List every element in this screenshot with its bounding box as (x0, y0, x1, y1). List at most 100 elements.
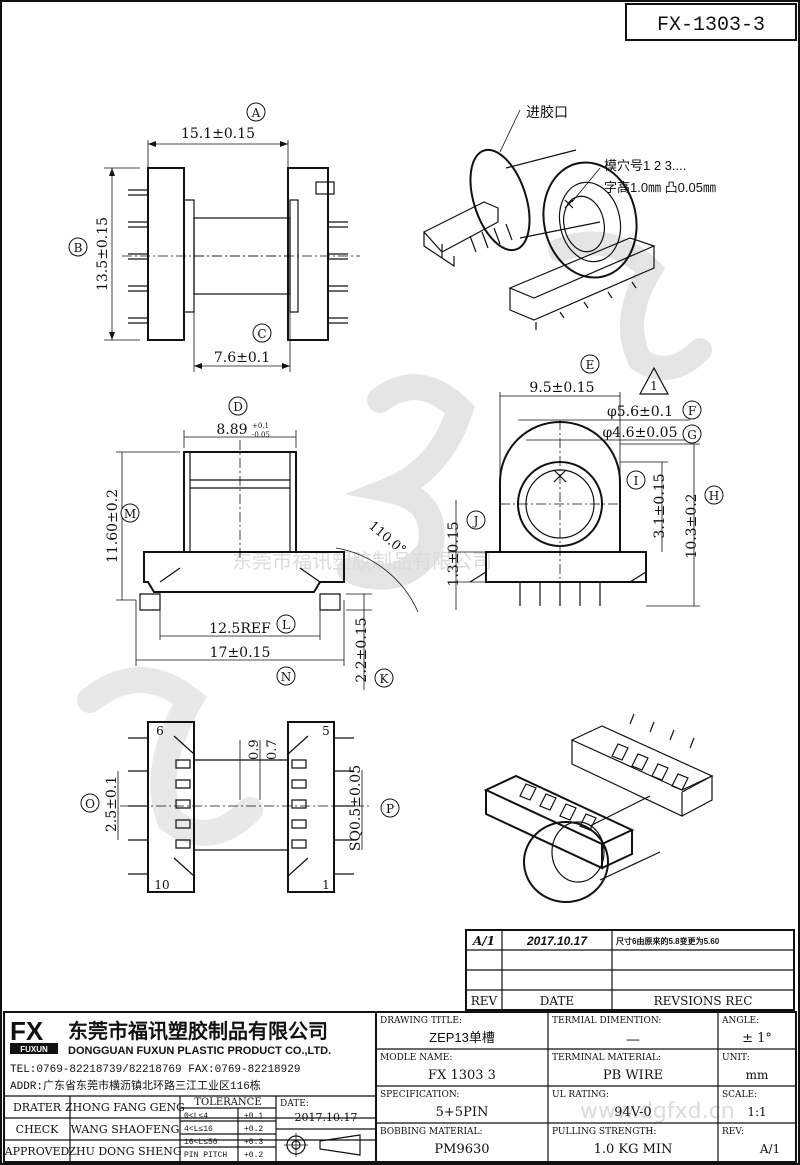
tol-value-2: +0.2 (244, 1125, 263, 1134)
watermark-site: www.dgfxd.cn (580, 1099, 735, 1124)
company-tel: TEL:0769-82218739/82218769 FAX:0769-8221… (10, 1064, 300, 1076)
bubble-j (466, 510, 486, 530)
dim-top-inner: 7.6±0.1 (214, 350, 270, 366)
terminal-mat-value: PB WIRE (603, 1068, 663, 1083)
label-k: K (380, 672, 390, 686)
date-label: DATE: (280, 1099, 309, 1109)
terminal-mat-label: TERMINAL MATERIAL: (552, 1053, 661, 1063)
terminal-dim-label: TERMIAL DIMENTION: (552, 1016, 661, 1026)
rev-mark: 1 (650, 379, 658, 393)
pin-label-10: 10 (154, 878, 169, 892)
bubble-m (120, 503, 140, 523)
label-p: P (386, 802, 394, 816)
rev-row1-date: 2017.10.17 (526, 934, 588, 948)
bubble-a (246, 102, 266, 122)
spec-value: 5+5PIN (436, 1105, 489, 1120)
company-addr: ADDR:广东省东莞市横沥镇北环路三江工业区116栋 (10, 1078, 261, 1093)
ul-value: 94V-0 (614, 1105, 651, 1120)
label-l: L (282, 618, 290, 632)
label-m: M (124, 507, 136, 521)
note-gate: 进胶口 (526, 104, 568, 120)
dim-side-e: 9.5±0.15 (529, 380, 594, 396)
dim-side-f: φ5.6±0.1 (607, 404, 673, 420)
projection-cone (319, 1134, 361, 1156)
tol-value-3: +0.3 (244, 1138, 263, 1147)
pulling-value: 1.0 KG MIN (594, 1142, 673, 1157)
label-f: F (688, 404, 696, 418)
bubble-h (704, 485, 724, 505)
logo-sub-band (10, 1043, 58, 1054)
bubble-d (228, 396, 248, 416)
bubble-c (252, 323, 272, 343)
angle-label: ANGLE: (721, 1016, 759, 1026)
bobbin-value: PM9630 (434, 1142, 489, 1157)
dim-front-n: 17±0.15 (210, 645, 271, 661)
label-i: I (634, 474, 639, 488)
bubble-f (682, 400, 702, 420)
pin-label-1: 1 (322, 878, 330, 892)
pin-label-5: 5 (322, 724, 330, 738)
label-j: J (472, 514, 479, 528)
ul-label: UL RATING: (552, 1090, 609, 1100)
dim-bottom-09: 0.9 (247, 739, 262, 760)
dim-front-d-tol-plus: +0.1 (252, 422, 269, 430)
front-view: 8.89 +0.1 -0.05 D 11.60±0.2 M 110.0° 12.… (105, 396, 419, 690)
dim-side-h: 10.3±0.2 (684, 493, 700, 558)
dim-bottom-07: 0.7 (265, 739, 280, 760)
label-a: A (251, 106, 261, 120)
rev-header-text: REVSIONS REC (654, 994, 753, 1008)
rev-header-rev: REV (471, 994, 498, 1008)
pin-label-6: 6 (156, 724, 164, 738)
tol-value-1: +0.1 (244, 1112, 263, 1121)
check-label: CHECK (16, 1123, 59, 1136)
bottom-view: 6 5 10 1 0.9 0.7 2.5±0.1 O SQ0.5±0.05 P (80, 721, 400, 893)
label-e: E (586, 358, 595, 372)
label-h: H (709, 489, 719, 503)
label-g: G (687, 428, 697, 442)
label-n: N (281, 670, 292, 684)
tol-range-2: 4<L≤16 (184, 1125, 213, 1134)
note-cavity: 模穴号1 2 3.... (604, 158, 686, 173)
drawing-number-box (625, 3, 797, 41)
dim-side-j: 1.3±0.15 (446, 521, 462, 586)
isometric-view-bottom (483, 713, 714, 903)
logo-sub: FUXUN (20, 1045, 48, 1054)
tolerance-label: TOLERANCE (194, 1097, 261, 1108)
dim-side-g: φ4.6±0.05 (603, 425, 678, 441)
rev-value: A/1 (759, 1142, 780, 1156)
isometric-view-top: 进胶口 模穴号1 2 3.... 字高1.0㎜ 凸0.05㎜ (423, 104, 716, 330)
dim-bottom-o: 2.5±0.1 (104, 776, 120, 832)
bubble-l (276, 614, 296, 634)
model-value: FX 1303 3 (428, 1068, 496, 1083)
unit-value: mm (746, 1068, 769, 1082)
title-block: FX FUXUN 东莞市福讯塑胶制品有限公司 DONGGUAN FUXUN PL… (3, 1011, 797, 1163)
dim-front-k: 2.2±0.15 (354, 617, 370, 682)
model-label: MODLE NAME: (380, 1053, 452, 1063)
label-o: O (85, 797, 95, 811)
drawing-number: FX-1303-3 (657, 14, 765, 37)
label-b: B (74, 241, 83, 255)
dim-side-i: 3.1±0.15 (652, 473, 668, 538)
tol-range-4: PIN PITCH (184, 1151, 227, 1160)
scale-label: SCALE: (722, 1090, 757, 1100)
company-logo: FX (10, 1016, 44, 1046)
pulling-label: PULLING STRENGTH: (552, 1127, 656, 1137)
spec-label: SPECIFICATION: (380, 1090, 459, 1100)
revision-triangle (638, 366, 670, 395)
angle-value: ± 1° (742, 1031, 772, 1046)
bubble-e (580, 354, 600, 374)
label-d: D (233, 400, 243, 414)
check-value: WANG SHAOFENG (71, 1123, 180, 1136)
bubble-i (626, 470, 646, 490)
dim-bottom-p: SQ0.5±0.05 (348, 765, 364, 851)
drater-value: ZHONG FANG GENG (65, 1101, 185, 1114)
dim-top-height: 13.5±0.15 (95, 217, 111, 291)
approved-label: APPROVED (4, 1145, 70, 1158)
bobbin-label: BOBBING MATERIAL: (380, 1127, 483, 1137)
tol-range-3: 16<L≤50 (184, 1138, 218, 1147)
rev-row1-rev: A/1 (472, 934, 495, 948)
company-name-en: DONGGUAN FUXUN PLASTIC PRODUCT CO.,LTD. (68, 1045, 331, 1057)
bubble-o (80, 793, 100, 813)
bubble-n (276, 666, 296, 686)
